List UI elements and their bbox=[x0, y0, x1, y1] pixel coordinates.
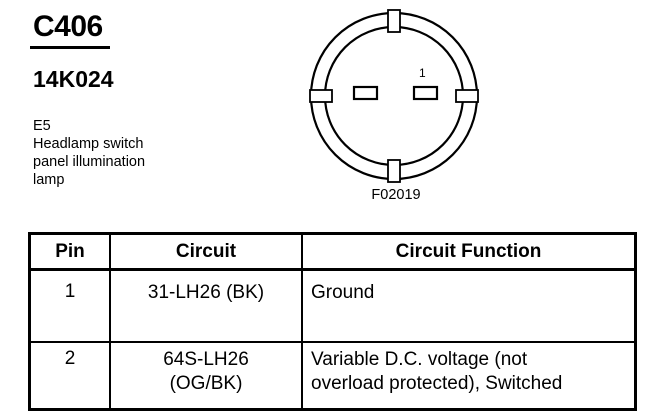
description-line-3: lamp bbox=[33, 172, 65, 188]
header-circuit: Circuit bbox=[109, 232, 303, 271]
header-circuit-function: Circuit Function bbox=[301, 232, 637, 271]
description-line-1: Headlamp switch bbox=[33, 136, 144, 152]
function-line: overload protected), Switched bbox=[311, 373, 563, 394]
connector-id: C406 bbox=[33, 10, 103, 43]
connector-outer-ring bbox=[309, 11, 479, 181]
location-code: E5 bbox=[33, 118, 51, 134]
pin-cavity-1 bbox=[412, 85, 439, 101]
table-header-row: Pin Circuit Circuit Function bbox=[28, 232, 637, 271]
key-tab-right bbox=[455, 89, 479, 103]
key-tab-left bbox=[309, 89, 333, 103]
key-tab-bottom bbox=[387, 159, 401, 183]
figure-label: F02019 bbox=[371, 187, 421, 203]
cell-circuit: 64S-LH26 (OG/BK) bbox=[109, 341, 303, 411]
description-line-2: panel illumination bbox=[33, 154, 146, 170]
cell-function: Ground bbox=[301, 268, 637, 343]
part-number: 14K024 bbox=[33, 66, 114, 92]
cell-function: Variable D.C. voltage (not overload prot… bbox=[301, 341, 637, 411]
connector-id-underline bbox=[30, 46, 110, 49]
table-row: 1 31-LH26 (BK) Ground bbox=[28, 268, 637, 343]
pin-cavity-2 bbox=[352, 85, 379, 101]
circuit-line: 64S-LH26 bbox=[163, 349, 249, 370]
header-pin: Pin bbox=[28, 232, 111, 271]
pin-table: Pin Circuit Circuit Function 1 31-LH26 (… bbox=[28, 232, 637, 411]
connector-face-diagram: 1 bbox=[309, 9, 479, 183]
key-tab-top bbox=[387, 9, 401, 33]
cell-pin: 2 bbox=[28, 341, 111, 411]
cell-circuit: 31-LH26 (BK) bbox=[109, 268, 303, 343]
connector-inner-ring bbox=[323, 25, 465, 167]
circuit-line: 31-LH26 (BK) bbox=[147, 282, 265, 303]
cell-pin: 1 bbox=[28, 268, 111, 343]
function-line: Variable D.C. voltage (not bbox=[311, 349, 528, 370]
function-line: Ground bbox=[311, 282, 375, 303]
circuit-line: (OG/BK) bbox=[169, 373, 243, 394]
table-row: 2 64S-LH26 (OG/BK) Variable D.C. voltage… bbox=[28, 341, 637, 411]
pin-number-label: 1 bbox=[419, 66, 426, 80]
location-description: E5 Headlamp switch panel illumination la… bbox=[33, 117, 145, 189]
